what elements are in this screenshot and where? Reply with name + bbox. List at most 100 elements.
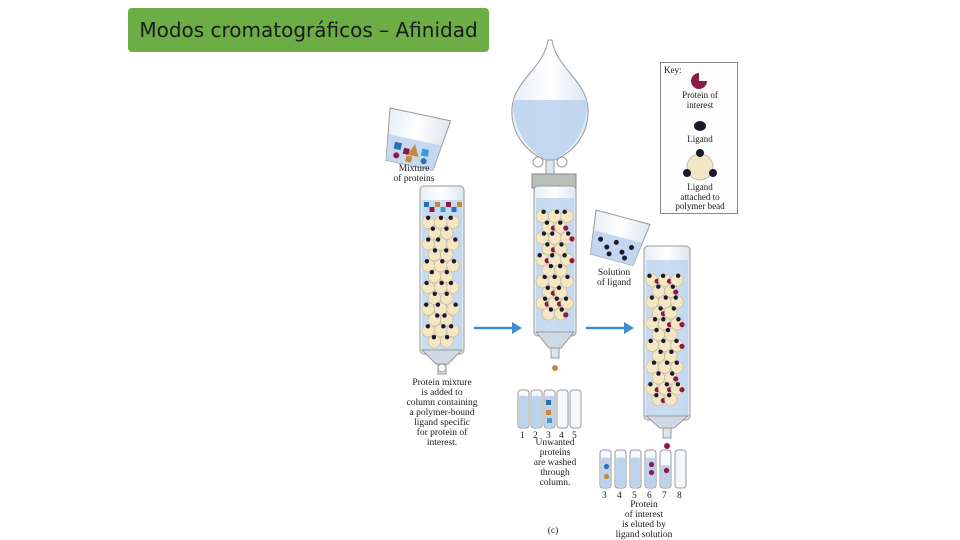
fraction-liquid <box>601 457 610 487</box>
ligand-dot <box>554 209 560 215</box>
figure-drawing <box>385 39 691 489</box>
ligand-dot <box>552 274 557 280</box>
ligand-dot <box>541 231 547 236</box>
ligand-dot <box>648 382 653 387</box>
ligand-dot <box>654 327 659 333</box>
ligand-dot <box>559 307 564 312</box>
ligand-dot <box>545 242 550 247</box>
protein-mark <box>440 207 446 212</box>
ligand-dot <box>674 360 679 365</box>
ligand-dot <box>441 324 446 329</box>
ligand-dot <box>563 296 569 301</box>
ligand-dot <box>565 274 570 280</box>
ligand-dot <box>544 220 550 225</box>
ligand-dot <box>448 324 454 329</box>
ligand-beaker <box>589 209 651 267</box>
panel-letter: (c) <box>547 526 559 536</box>
ligand-dot <box>664 382 670 387</box>
ligand-dot <box>448 215 453 221</box>
fraction-number: 3 <box>546 431 551 441</box>
ligand-dot <box>557 263 563 269</box>
fraction-number: 5 <box>572 431 577 441</box>
ligand-dot <box>542 296 548 301</box>
column-1-beads <box>421 202 462 349</box>
ligand-dot <box>554 296 559 301</box>
fraction-number: 3 <box>602 491 607 501</box>
protein-mark <box>648 461 655 468</box>
protein-mark <box>679 343 685 349</box>
ligand-dot <box>667 393 672 398</box>
polymer-bead <box>670 295 684 309</box>
ligand-dot <box>674 338 679 344</box>
column-2-beads <box>535 209 575 321</box>
mixture-proteins <box>393 141 430 165</box>
arrow-2 <box>586 322 634 334</box>
column-2 <box>533 185 577 371</box>
ligand-dot <box>435 313 440 318</box>
fraction-number: 2 <box>533 431 538 441</box>
ligand-dot <box>425 215 431 221</box>
protein-mark <box>547 418 552 423</box>
ligand-dot <box>426 237 431 242</box>
fraction-number: 5 <box>632 491 637 501</box>
protein-mark <box>603 463 610 470</box>
protein-mark <box>457 202 462 207</box>
ligand-dot <box>658 306 663 311</box>
ligand-dot <box>656 371 661 376</box>
protein-mark <box>679 387 685 393</box>
ligand-dot <box>648 338 653 344</box>
ligand-dot <box>556 285 562 291</box>
ligand-dot <box>562 209 567 215</box>
ligand-dot <box>448 280 454 286</box>
ligand-dot <box>550 231 555 236</box>
legend-key: Key: Protein of interest Ligand Ligand a… <box>660 62 738 214</box>
protein-mark <box>569 258 575 264</box>
ligand-dot <box>444 335 450 340</box>
ligand-dot <box>541 209 546 215</box>
key-ligand-label: Ligand <box>687 134 713 144</box>
ligand-dot <box>675 273 681 279</box>
key-protein-label: Protein of interest <box>682 90 718 110</box>
fraction-tube <box>674 449 687 489</box>
ligand-dot <box>548 263 554 269</box>
key-attached-label: Ligand attached to polymer bead <box>675 182 725 211</box>
ligand-dot <box>664 360 670 365</box>
ligand-dot <box>444 291 449 297</box>
ligand-icon <box>694 121 706 131</box>
protein-mark <box>673 376 679 382</box>
ligand-dot <box>656 284 661 289</box>
protein-mark <box>563 225 569 231</box>
ligand-dot <box>440 259 445 264</box>
caption-step-3: Protein of interest is eluted by ligand … <box>615 500 673 540</box>
ligand-dot <box>676 317 681 322</box>
ligand-dot <box>549 253 555 258</box>
ligand-dot <box>430 226 436 231</box>
ligand-dot <box>442 313 447 318</box>
ligand-dot <box>665 327 671 333</box>
ligand-dot <box>429 269 435 275</box>
ligand-dot <box>444 226 449 231</box>
ligand-dot <box>453 302 458 307</box>
label-mixture-of-proteins: Mixture of proteins <box>393 164 435 184</box>
ligand-dot <box>558 220 563 225</box>
ligand-dot <box>431 335 437 340</box>
ligand-dot <box>435 237 441 242</box>
ligand-dots <box>598 236 635 261</box>
ligand-dot <box>548 307 554 312</box>
fraction-tube <box>556 389 569 429</box>
ligand-dot <box>651 360 657 365</box>
protein-mark <box>563 312 569 318</box>
ligand-dot <box>658 349 663 355</box>
fraction-liquid <box>631 457 640 487</box>
ligand-dot <box>444 248 449 253</box>
ligand-dot <box>453 237 458 242</box>
protein-mark <box>435 202 440 207</box>
ligand-dot <box>652 317 658 322</box>
fraction-liquid <box>519 395 528 427</box>
ligand-dot <box>675 382 681 387</box>
mixture-beaker <box>385 107 452 171</box>
protein-mark <box>679 322 685 328</box>
ligand-dot <box>654 393 659 398</box>
fraction-number: 8 <box>677 491 682 501</box>
column-1 <box>419 185 465 375</box>
